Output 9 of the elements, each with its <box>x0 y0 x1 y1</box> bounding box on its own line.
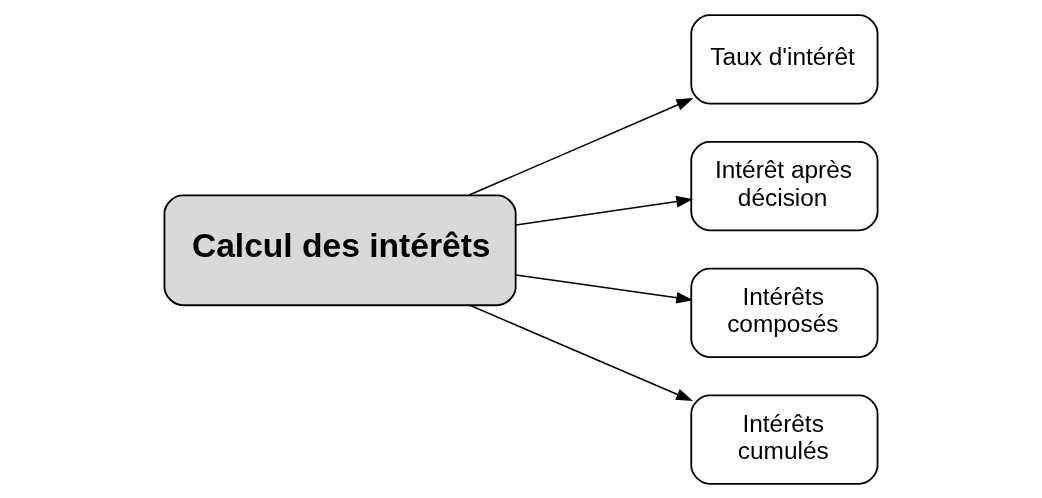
node-box: Calcul des intérêts <box>163 193 517 306</box>
node-box: Intérêts composés <box>690 267 879 358</box>
arrow <box>515 195 694 226</box>
arrow <box>515 273 694 304</box>
node-box: Taux d'intérêt <box>690 13 879 105</box>
arrow <box>469 304 693 401</box>
node-box: Intérêt après décision <box>690 140 879 231</box>
arrow <box>468 97 694 196</box>
node-box: Intérêts cumulés <box>690 393 879 485</box>
